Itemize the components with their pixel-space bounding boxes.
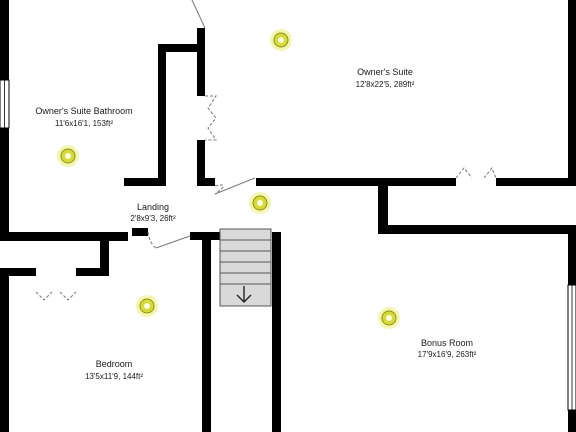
bathroom-left-wall-top <box>0 0 9 80</box>
bedroom-top-wall-right <box>76 268 108 276</box>
ceiling-light-icon <box>57 145 79 167</box>
closet-inner-right-bottom <box>197 140 205 178</box>
room-dimensions: 2'8x9'3, 26ft² <box>130 214 176 223</box>
stair-tread <box>219 250 272 263</box>
closet-bottom-right <box>197 178 215 186</box>
stair-tread <box>219 239 272 252</box>
suite-bottom-wall-left <box>256 178 456 186</box>
room-name: Landing <box>137 202 169 212</box>
stair-tread <box>219 228 272 241</box>
room-dimensions: 17'9x16'9, 263ft² <box>418 350 477 359</box>
bedroom-landing-door <box>155 235 191 249</box>
room-dimensions: 13'5x11'9, 144ft² <box>85 372 143 381</box>
stair-tread <box>219 261 272 274</box>
ceiling-light-icon <box>136 295 158 317</box>
closet-to-landing-swing <box>214 184 224 195</box>
ceiling-light-icon <box>270 29 292 51</box>
stair-landing-step <box>219 283 272 307</box>
bonus-top-wall <box>378 225 576 234</box>
suite-right-wall <box>568 0 576 186</box>
bedroom-right-wall <box>202 232 211 432</box>
ceiling-light-icon <box>378 307 400 329</box>
bedroom-closet-bifold <box>35 291 77 301</box>
room-dimensions: 11'6x16'1, 153ft² <box>55 119 113 128</box>
suite-bifold-door <box>455 167 497 179</box>
closet-bottom-left <box>124 178 166 186</box>
suite-bottom-wall-right <box>496 178 576 186</box>
bathroom-bottom-wall <box>0 232 128 241</box>
bedroom-landing-swing <box>147 231 157 249</box>
ceiling-light-icon <box>249 192 271 214</box>
stair-tread <box>219 272 272 285</box>
arrow-down-icon <box>236 286 252 303</box>
closet-to-landing-door <box>214 177 256 195</box>
stair-right-wall <box>272 232 281 432</box>
lights <box>57 29 400 329</box>
bedroom-jog <box>100 236 109 276</box>
landing-wall-top <box>190 232 220 240</box>
room-name: Owner's Suite Bathroom <box>35 106 132 116</box>
room-name: Owner's Suite <box>357 67 413 77</box>
bonus-right-wall-bottom <box>568 410 576 432</box>
doors <box>35 0 497 301</box>
bedroom-top-wall-left <box>0 268 36 276</box>
windows <box>0 79 576 411</box>
closet-bifold-door <box>205 95 217 141</box>
bedroom-left-wall <box>0 268 9 432</box>
room-dimensions: 12'8x22'5, 289ft² <box>356 80 415 89</box>
bonus-left-jog <box>378 178 388 234</box>
suite-entry-door <box>191 0 206 29</box>
room-labels: Owner's Suite Bathroom 11'6x16'1, 153ft²… <box>35 67 476 381</box>
closet-outer-left <box>158 44 166 186</box>
closet-inner-right-top <box>197 28 205 96</box>
bonus-right-wall-top <box>568 225 576 285</box>
room-name: Bonus Room <box>421 338 473 348</box>
closet-top <box>158 44 205 52</box>
staircase <box>219 228 272 307</box>
room-name: Bedroom <box>96 359 133 369</box>
landing-left-stub <box>132 228 148 236</box>
bathroom-left-wall-bottom <box>0 128 9 240</box>
